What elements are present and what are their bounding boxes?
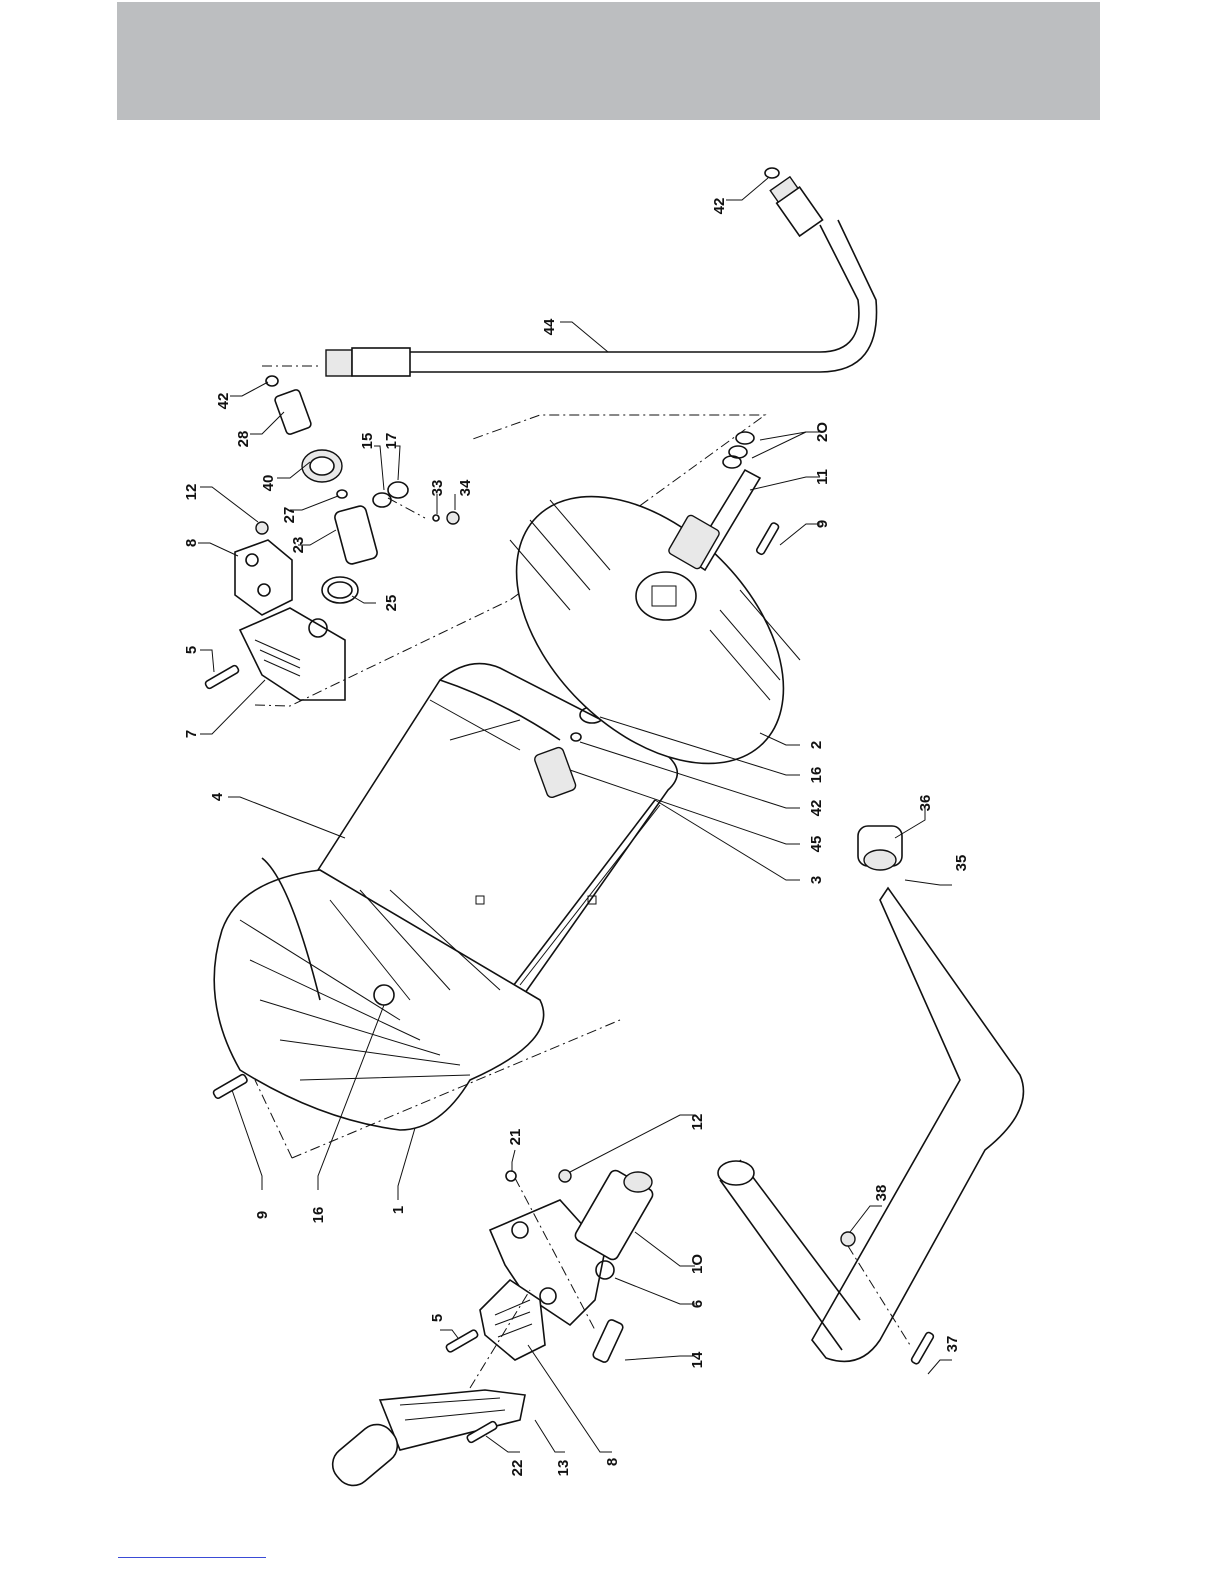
callout-22: 22 (509, 1460, 526, 1477)
callout-27: 27 (281, 507, 298, 524)
callout-45: 45 (808, 836, 825, 853)
hose-assembly (262, 168, 877, 386)
callout-5: 5 (429, 1314, 446, 1322)
callout-3: 3 (808, 876, 825, 884)
stand-frame (718, 826, 1023, 1365)
callout-12: 12 (183, 484, 200, 501)
callout-40: 40 (260, 475, 277, 492)
footer-rule (118, 1557, 266, 1558)
callout-42: 42 (808, 800, 825, 817)
callout-34: 34 (457, 479, 474, 496)
callout-33: 33 (429, 480, 446, 497)
callout-42: 42 (215, 393, 232, 410)
callout-36: 36 (917, 795, 934, 812)
callout-13: 13 (555, 1460, 572, 1477)
callout-14: 14 (689, 1351, 706, 1368)
callout-42: 42 (711, 198, 728, 215)
callout-38: 38 (873, 1185, 890, 1202)
callout-15: 15 (359, 433, 376, 450)
callout-10: 1O (689, 1254, 706, 1274)
callout-25: 25 (383, 595, 400, 612)
callout-9: 9 (254, 1211, 271, 1219)
callout-28: 28 (235, 431, 252, 448)
callout-7: 7 (183, 730, 200, 738)
callout-11: 11 (814, 469, 831, 485)
callout-16: 16 (310, 1207, 327, 1224)
callout-1: 1 (390, 1206, 407, 1214)
callout-16: 16 (808, 767, 825, 784)
callout-17: 17 (383, 433, 400, 450)
callout-5: 5 (183, 646, 200, 654)
callout-44: 44 (541, 318, 558, 335)
callout-20: 2O (814, 422, 831, 442)
callout-2: 2 (808, 741, 825, 749)
callout-8: 8 (604, 1458, 621, 1466)
callout-23: 23 (290, 537, 307, 554)
callout-35: 35 (953, 855, 970, 872)
callout-21: 21 (507, 1129, 524, 1146)
callout-37: 37 (944, 1336, 961, 1353)
callout-4: 4 (209, 792, 226, 801)
callout-8: 8 (183, 539, 200, 547)
callout-9: 9 (814, 520, 831, 528)
callout-12: 12 (689, 1114, 706, 1131)
callout-6: 6 (689, 1300, 706, 1308)
